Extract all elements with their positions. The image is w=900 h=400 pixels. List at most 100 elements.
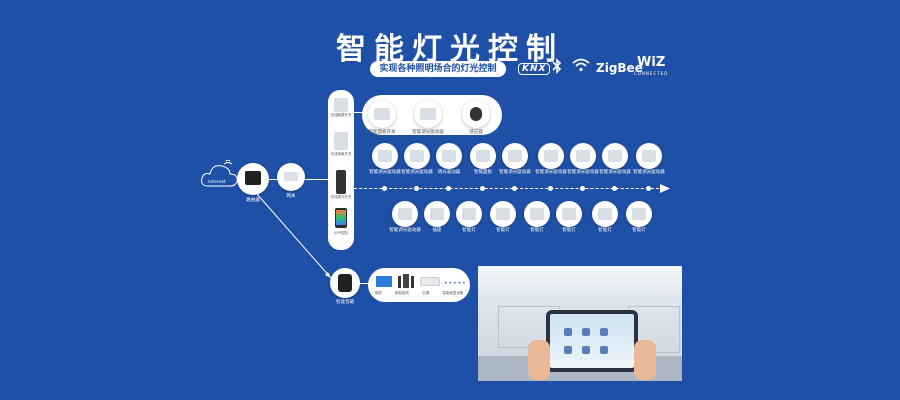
scene-tile-icon[interactable]	[582, 346, 590, 354]
music-tile-icon[interactable]	[564, 346, 572, 354]
lighting-tile-icon[interactable]	[564, 328, 572, 336]
mid-label-4: 智能面板	[474, 170, 492, 175]
gateway-node[interactable]	[277, 163, 305, 191]
bluetooth-icon	[552, 58, 562, 78]
mid-label-7: 智能调光驱动器	[567, 170, 599, 175]
panel-mid-label: 无线场景开关	[330, 152, 352, 156]
settings-tile-icon[interactable]	[600, 346, 608, 354]
mid-device-4[interactable]	[470, 143, 496, 169]
switch-panel-column: 无线触摸开关 无线场景开关 无线调光开关 APP控制	[328, 90, 354, 250]
low-device-4[interactable]	[490, 201, 516, 227]
mid-device-8[interactable]	[602, 143, 628, 169]
link-router-gateway	[269, 179, 277, 180]
low-label-3: 智能灯	[462, 228, 476, 233]
phone-screen	[336, 210, 346, 225]
phone-icon[interactable]	[335, 208, 347, 228]
top-device-2[interactable]	[414, 100, 442, 128]
low-label-5: 智能灯	[530, 228, 544, 233]
low-label-4: 智能灯	[496, 228, 510, 233]
low-device-1[interactable]	[392, 201, 418, 227]
low-device-3[interactable]	[456, 201, 482, 227]
controller-node[interactable]	[330, 268, 360, 298]
low-device-6[interactable]	[556, 201, 582, 227]
low-label-2: 插座	[432, 228, 442, 233]
wiz-logo: WiZ CONNECTED	[634, 55, 668, 79]
link-controller-media	[360, 283, 370, 284]
low-label-7: 智能灯	[598, 228, 612, 233]
tablet-screen[interactable]	[550, 314, 634, 368]
climate-tile-icon[interactable]	[600, 328, 608, 336]
router-label: 路由器	[246, 198, 260, 203]
media-bubble: ••••• 电视 家庭影院 空调 智能家居设备	[368, 268, 470, 302]
top-device-3[interactable]	[462, 100, 490, 128]
zigbee-logo: ZigBee	[596, 61, 643, 75]
gateway-icon	[284, 172, 298, 181]
media-label-2: 家庭影院	[394, 291, 409, 295]
light-fixture-icon	[576, 150, 590, 162]
subtitle-pill: 实现各种照明场合的灯光控制	[370, 61, 506, 77]
mid-label-1: 智能调光驱动器	[369, 170, 401, 175]
dimmer-switch-device[interactable]	[336, 170, 346, 194]
light-fixture-icon	[608, 150, 622, 162]
top-label-2: 智能调光驱动器	[412, 130, 444, 135]
low-label-6: 智能灯	[562, 228, 576, 233]
main-bus-line	[354, 188, 664, 189]
curtain-tile-icon[interactable]	[582, 328, 590, 336]
low-device-7[interactable]	[592, 201, 618, 227]
lamp-icon	[496, 208, 510, 220]
left-hand	[528, 340, 550, 380]
mid-device-7[interactable]	[570, 143, 596, 169]
media-labels: 电视 家庭影院 空调 智能家居设备	[368, 291, 470, 296]
mid-device-5[interactable]	[502, 143, 528, 169]
low-label-1: 智能调光驱动器	[389, 228, 421, 233]
bus-node-dot	[446, 186, 451, 191]
mid-label-9: 智能调光驱动器	[633, 170, 665, 175]
mid-device-6[interactable]	[538, 143, 564, 169]
mid-label-2: 智能调光驱动器	[401, 170, 433, 175]
bus-node-dot	[612, 186, 617, 191]
panel-top-label: 无线触摸开关	[330, 113, 352, 117]
home-theater-icon[interactable]	[398, 274, 414, 288]
knx-logo: KNX	[518, 63, 551, 75]
link-gateway-panel	[305, 179, 328, 180]
tv-icon[interactable]	[376, 276, 392, 287]
mid-device-2[interactable]	[404, 143, 430, 169]
low-device-2[interactable]	[424, 201, 450, 227]
lamp-icon	[562, 208, 576, 220]
bus-node-dot	[480, 186, 485, 191]
mid-label-5: 智能调光驱动器	[499, 170, 531, 175]
lamp-icon	[530, 208, 544, 220]
air-conditioner-icon[interactable]	[420, 277, 440, 286]
lamp-icon	[598, 208, 612, 220]
low-device-8[interactable]	[626, 201, 652, 227]
scene-switch-device[interactable]	[334, 132, 348, 150]
media-label-1: 电视	[374, 291, 382, 295]
wifi-icon	[572, 58, 590, 76]
internet-label: Internet	[208, 180, 226, 185]
light-fixture-icon	[476, 150, 490, 162]
panel-switch-icon	[374, 108, 390, 120]
panel-low-label: 无线调光开关	[330, 195, 352, 199]
lamp-icon	[430, 208, 444, 220]
lamp-icon	[632, 208, 646, 220]
touch-switch-device[interactable]	[334, 98, 348, 112]
wiz-logo-text: WiZ	[637, 55, 666, 70]
right-hand	[634, 340, 656, 380]
mid-device-1[interactable]	[372, 143, 398, 169]
more-devices-icon[interactable]: •••••	[444, 280, 467, 287]
low-device-5[interactable]	[524, 201, 550, 227]
tablet-device[interactable]	[546, 310, 638, 372]
link-router-controller	[256, 193, 332, 279]
bus-node-dot	[512, 186, 517, 191]
router-node[interactable]	[237, 163, 269, 195]
bus-node-dot	[382, 186, 387, 191]
mid-label-8: 智能调光驱动器	[599, 170, 631, 175]
low-label-8: 智能灯	[632, 228, 646, 233]
light-fixture-icon	[544, 150, 558, 162]
top-device-1[interactable]	[368, 100, 396, 128]
lamp-icon	[462, 208, 476, 220]
mid-device-3[interactable]	[436, 143, 462, 169]
media-label-4: 智能家居设备	[442, 291, 464, 295]
mid-device-9[interactable]	[636, 143, 662, 169]
mid-label-6: 智能调光驱动器	[535, 170, 567, 175]
